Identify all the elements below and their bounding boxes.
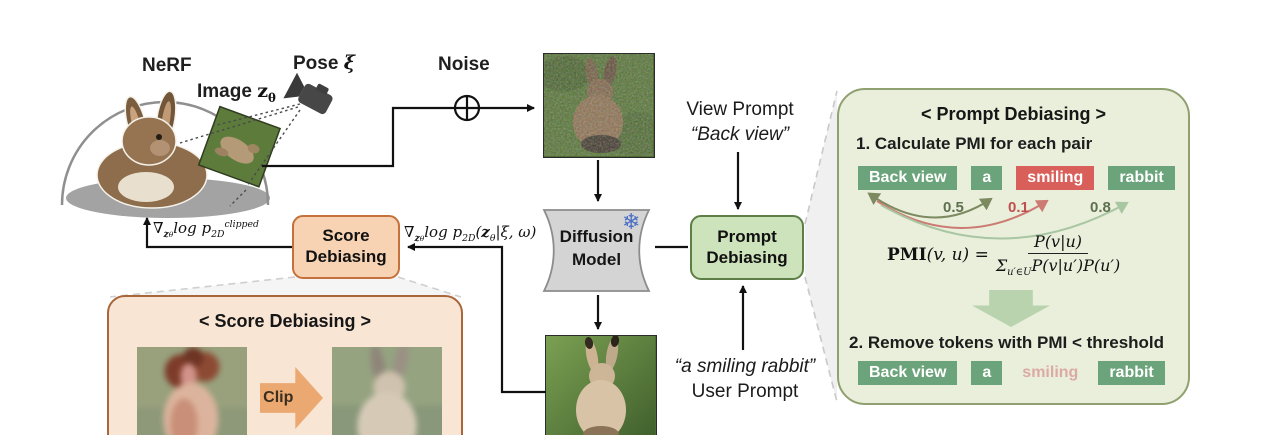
noise-label: Noise	[438, 54, 490, 75]
generated-image	[545, 335, 657, 435]
diffusion-model-box: Diffusion Model ❄	[540, 208, 653, 293]
prompt-debiasing-box: Prompt Debiasing	[690, 215, 804, 280]
user-prompt-label: “a smiling rabbit” User Prompt	[674, 356, 816, 402]
clip-label: Clip	[263, 389, 294, 406]
token-back-view-kept: Back view	[858, 361, 958, 385]
pmi-formula-numerator: P(v|u)	[1028, 232, 1089, 254]
nerf-rabbit-image	[96, 90, 208, 209]
nerf-label: NeRF	[142, 55, 192, 76]
diffusion-score-label: ∇zθlog p2D(zθ|ξ, ω)	[404, 223, 537, 244]
pmi-formula-lhs: PMI	[887, 245, 927, 266]
token-smiling: smiling	[1016, 166, 1095, 190]
frustum-dotted-lines	[179, 103, 301, 207]
token-row-step2: Back view a smiling rabbit	[858, 361, 1165, 385]
pmi-value-back-rabbit: 0.8	[1090, 199, 1111, 216]
prompt-panel-step2: 2. Remove tokens with PMI < threshold	[849, 333, 1165, 352]
pmi-arcs	[867, 192, 1129, 240]
rendered-image-plane	[197, 105, 282, 188]
nerf-dome	[60, 100, 270, 218]
pmi-value-back-a: 0.5	[943, 199, 964, 216]
token-row-step1: Back view a smiling rabbit	[858, 166, 1175, 190]
pmi-formula-denominator: Σu′∈UP(v|u′)P(u′)	[995, 256, 1121, 279]
noise-add-icon	[453, 94, 481, 122]
score-debiasing-box: Score Debiasing	[292, 215, 400, 279]
token-a-kept: a	[971, 361, 1003, 385]
token-back-view: Back view	[858, 166, 958, 190]
clip-arrow-icon: Clip	[260, 367, 323, 429]
down-arrow-icon	[972, 290, 1050, 327]
pose-label: Pose ξ	[293, 52, 355, 74]
snowflake-icon: ❄	[622, 209, 641, 234]
biased-sample-image	[137, 347, 247, 435]
camera-icon	[283, 72, 333, 115]
score-debiasing-panel: < Score Debiasing > Clip	[107, 295, 463, 435]
debiased-sample-image	[332, 347, 442, 435]
token-smiling-removed: smiling	[1022, 364, 1079, 381]
prompt-debiasing-panel: < Prompt Debiasing > 1. Calculate PMI fo…	[837, 88, 1190, 405]
token-rabbit-kept: rabbit	[1098, 361, 1165, 385]
prompt-panel-title: < Prompt Debiasing >	[920, 104, 1107, 124]
image-z-label: Image zθ	[197, 80, 276, 105]
token-a: a	[971, 166, 1003, 190]
score-panel-title: < Score Debiasing >	[198, 311, 372, 331]
pmi-value-back-smiling: 0.1	[1008, 199, 1029, 216]
pmi-formula: PMI(v, u) = P(v|u) Σu′∈UP(v|u′)P(u′)	[887, 232, 1120, 278]
prompt-panel-step1: 1. Calculate PMI for each pair	[856, 134, 1093, 153]
token-rabbit: rabbit	[1108, 166, 1175, 190]
clipped-score-label: ∇zθlog p2Dclipped	[153, 219, 259, 240]
view-prompt-label: View Prompt “Back view”	[686, 99, 794, 145]
pmi-formula-args: (v, u) =	[926, 245, 989, 266]
noisy-rendered-image	[543, 53, 655, 158]
